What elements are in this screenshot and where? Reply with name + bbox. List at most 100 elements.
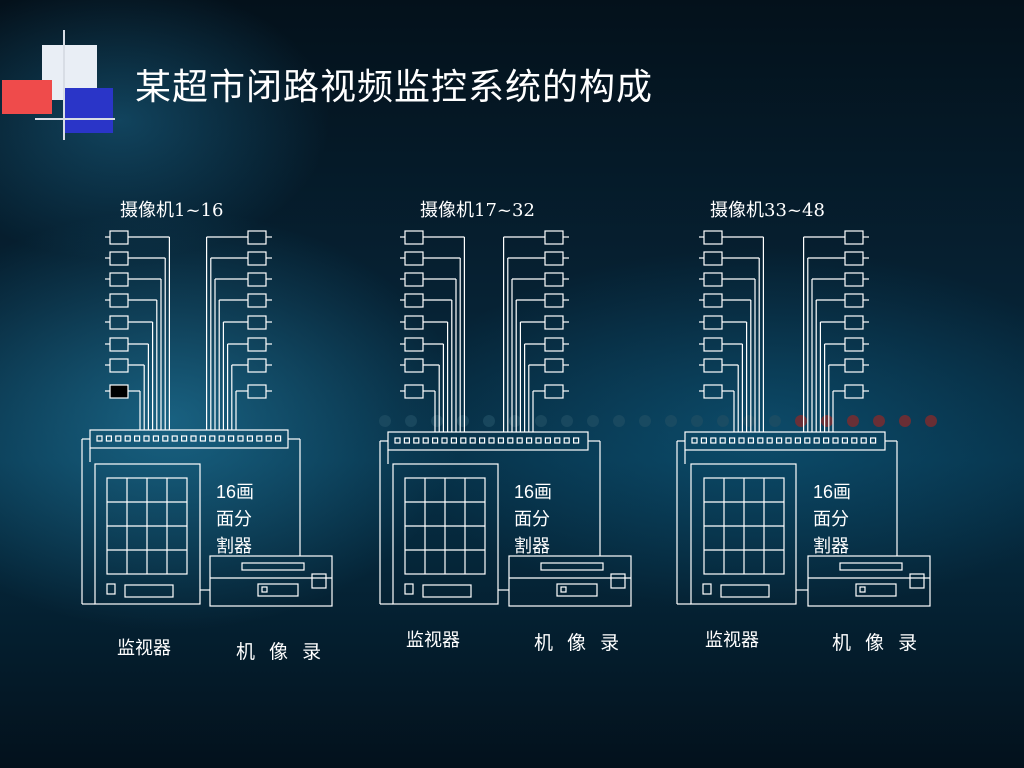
camera-icon-left (404, 315, 424, 330)
camera-label-2: 摄像机17~32 (420, 200, 535, 221)
splitter-port (256, 435, 263, 442)
recorder-tape-slot (839, 562, 903, 571)
camera-icon-left (703, 337, 723, 352)
splitter-port (757, 437, 764, 444)
splitter-port (766, 437, 773, 444)
splitter-port (813, 437, 820, 444)
camera-icon-right (247, 358, 267, 373)
camera-icon-left (109, 230, 129, 245)
recorder-slot (257, 583, 299, 597)
camera-icon-right (844, 230, 864, 245)
recorder-tape-slot (241, 562, 305, 571)
splitter-port (96, 435, 103, 442)
splitter-port (700, 437, 708, 444)
splitter-port (432, 437, 439, 444)
splitter-label-3: 16画面分割器 (813, 482, 852, 556)
splitter-port (124, 435, 131, 442)
splitter-port (105, 435, 113, 442)
splitter-port (525, 437, 533, 444)
splitter-port (747, 437, 755, 444)
splitter-port (413, 437, 420, 444)
splitter-port (422, 437, 429, 444)
camera-icon-right (544, 230, 564, 245)
recorder-slot (556, 583, 598, 597)
recorder-2 (508, 555, 632, 607)
deco-horizontal-line (35, 118, 115, 120)
splitter-label-1: 16画面分割器 (216, 482, 255, 556)
deco-dot (483, 415, 495, 427)
splitter-input-bar-2 (387, 431, 589, 451)
monitor-3 (690, 463, 797, 605)
deco-dot (925, 415, 937, 427)
deco-dot (717, 415, 729, 427)
splitter-port (832, 437, 839, 444)
camera-icon-left (109, 315, 129, 330)
camera-icon-left (404, 293, 424, 308)
monitor-label-3: 监视器 (705, 630, 759, 651)
splitter-port (728, 437, 736, 444)
splitter-port (265, 435, 272, 442)
splitter-input-bar-3 (684, 431, 886, 451)
recorder-label-2: 机 像 录 (534, 632, 624, 654)
splitter-port (228, 435, 235, 442)
deco-dot (379, 415, 391, 427)
splitter-port (469, 437, 476, 444)
splitter-port (181, 435, 188, 442)
splitter-port (804, 437, 811, 444)
deco-dot (561, 415, 573, 427)
splitter-port (115, 435, 122, 442)
splitter-port (794, 437, 802, 444)
deco-dot (535, 415, 547, 427)
splitter-port (460, 437, 467, 444)
camera-icon-right (844, 293, 864, 308)
camera-icon-left (404, 337, 424, 352)
camera-icon-left (703, 315, 723, 330)
deco-dot (769, 415, 781, 427)
deco-dot (821, 415, 833, 427)
splitter-port (516, 437, 523, 444)
camera-icon-right (844, 251, 864, 266)
recorder-button (560, 586, 567, 593)
camera-icon-left (703, 230, 723, 245)
splitter-port (851, 437, 858, 444)
camera-icon-left (404, 251, 424, 266)
camera-icon-left (404, 384, 424, 399)
page-title: 某超市闭路视频监控系统的构成 (135, 67, 654, 108)
splitter-port (544, 437, 552, 444)
camera-icon-left (109, 384, 129, 399)
camera-icon-left (703, 251, 723, 266)
splitter-port (841, 437, 849, 444)
camera-icon-left (404, 272, 424, 287)
camera-icon-left (404, 230, 424, 245)
monitor-button (106, 583, 116, 595)
camera-icon-left (109, 293, 129, 308)
camera-icon-left (703, 358, 723, 373)
splitter-port (554, 437, 561, 444)
splitter-port (497, 437, 504, 444)
camera-icon-left (109, 337, 129, 352)
camera-label-1: 摄像机1~16 (120, 200, 224, 221)
splitter-port (171, 435, 178, 442)
splitter-port (691, 437, 698, 444)
splitter-port (394, 437, 401, 444)
camera-icon-right (544, 293, 564, 308)
deco-dot (431, 415, 443, 427)
splitter-port (738, 437, 745, 444)
monitor-1 (94, 463, 201, 605)
camera-icon-right (544, 358, 564, 373)
monitor-button (702, 583, 712, 595)
deco-dot (691, 415, 703, 427)
splitter-input-bar-1 (89, 429, 289, 449)
splitter-port (488, 437, 495, 444)
deco-blue-square (65, 88, 113, 133)
splitter-port (152, 435, 159, 442)
camera-icon-left (109, 272, 129, 287)
deco-dot (405, 415, 417, 427)
splitter-port (775, 437, 783, 444)
splitter-port (563, 437, 570, 444)
deco-dot (639, 415, 651, 427)
camera-icon-right (247, 315, 267, 330)
camera-icon-left (404, 358, 424, 373)
